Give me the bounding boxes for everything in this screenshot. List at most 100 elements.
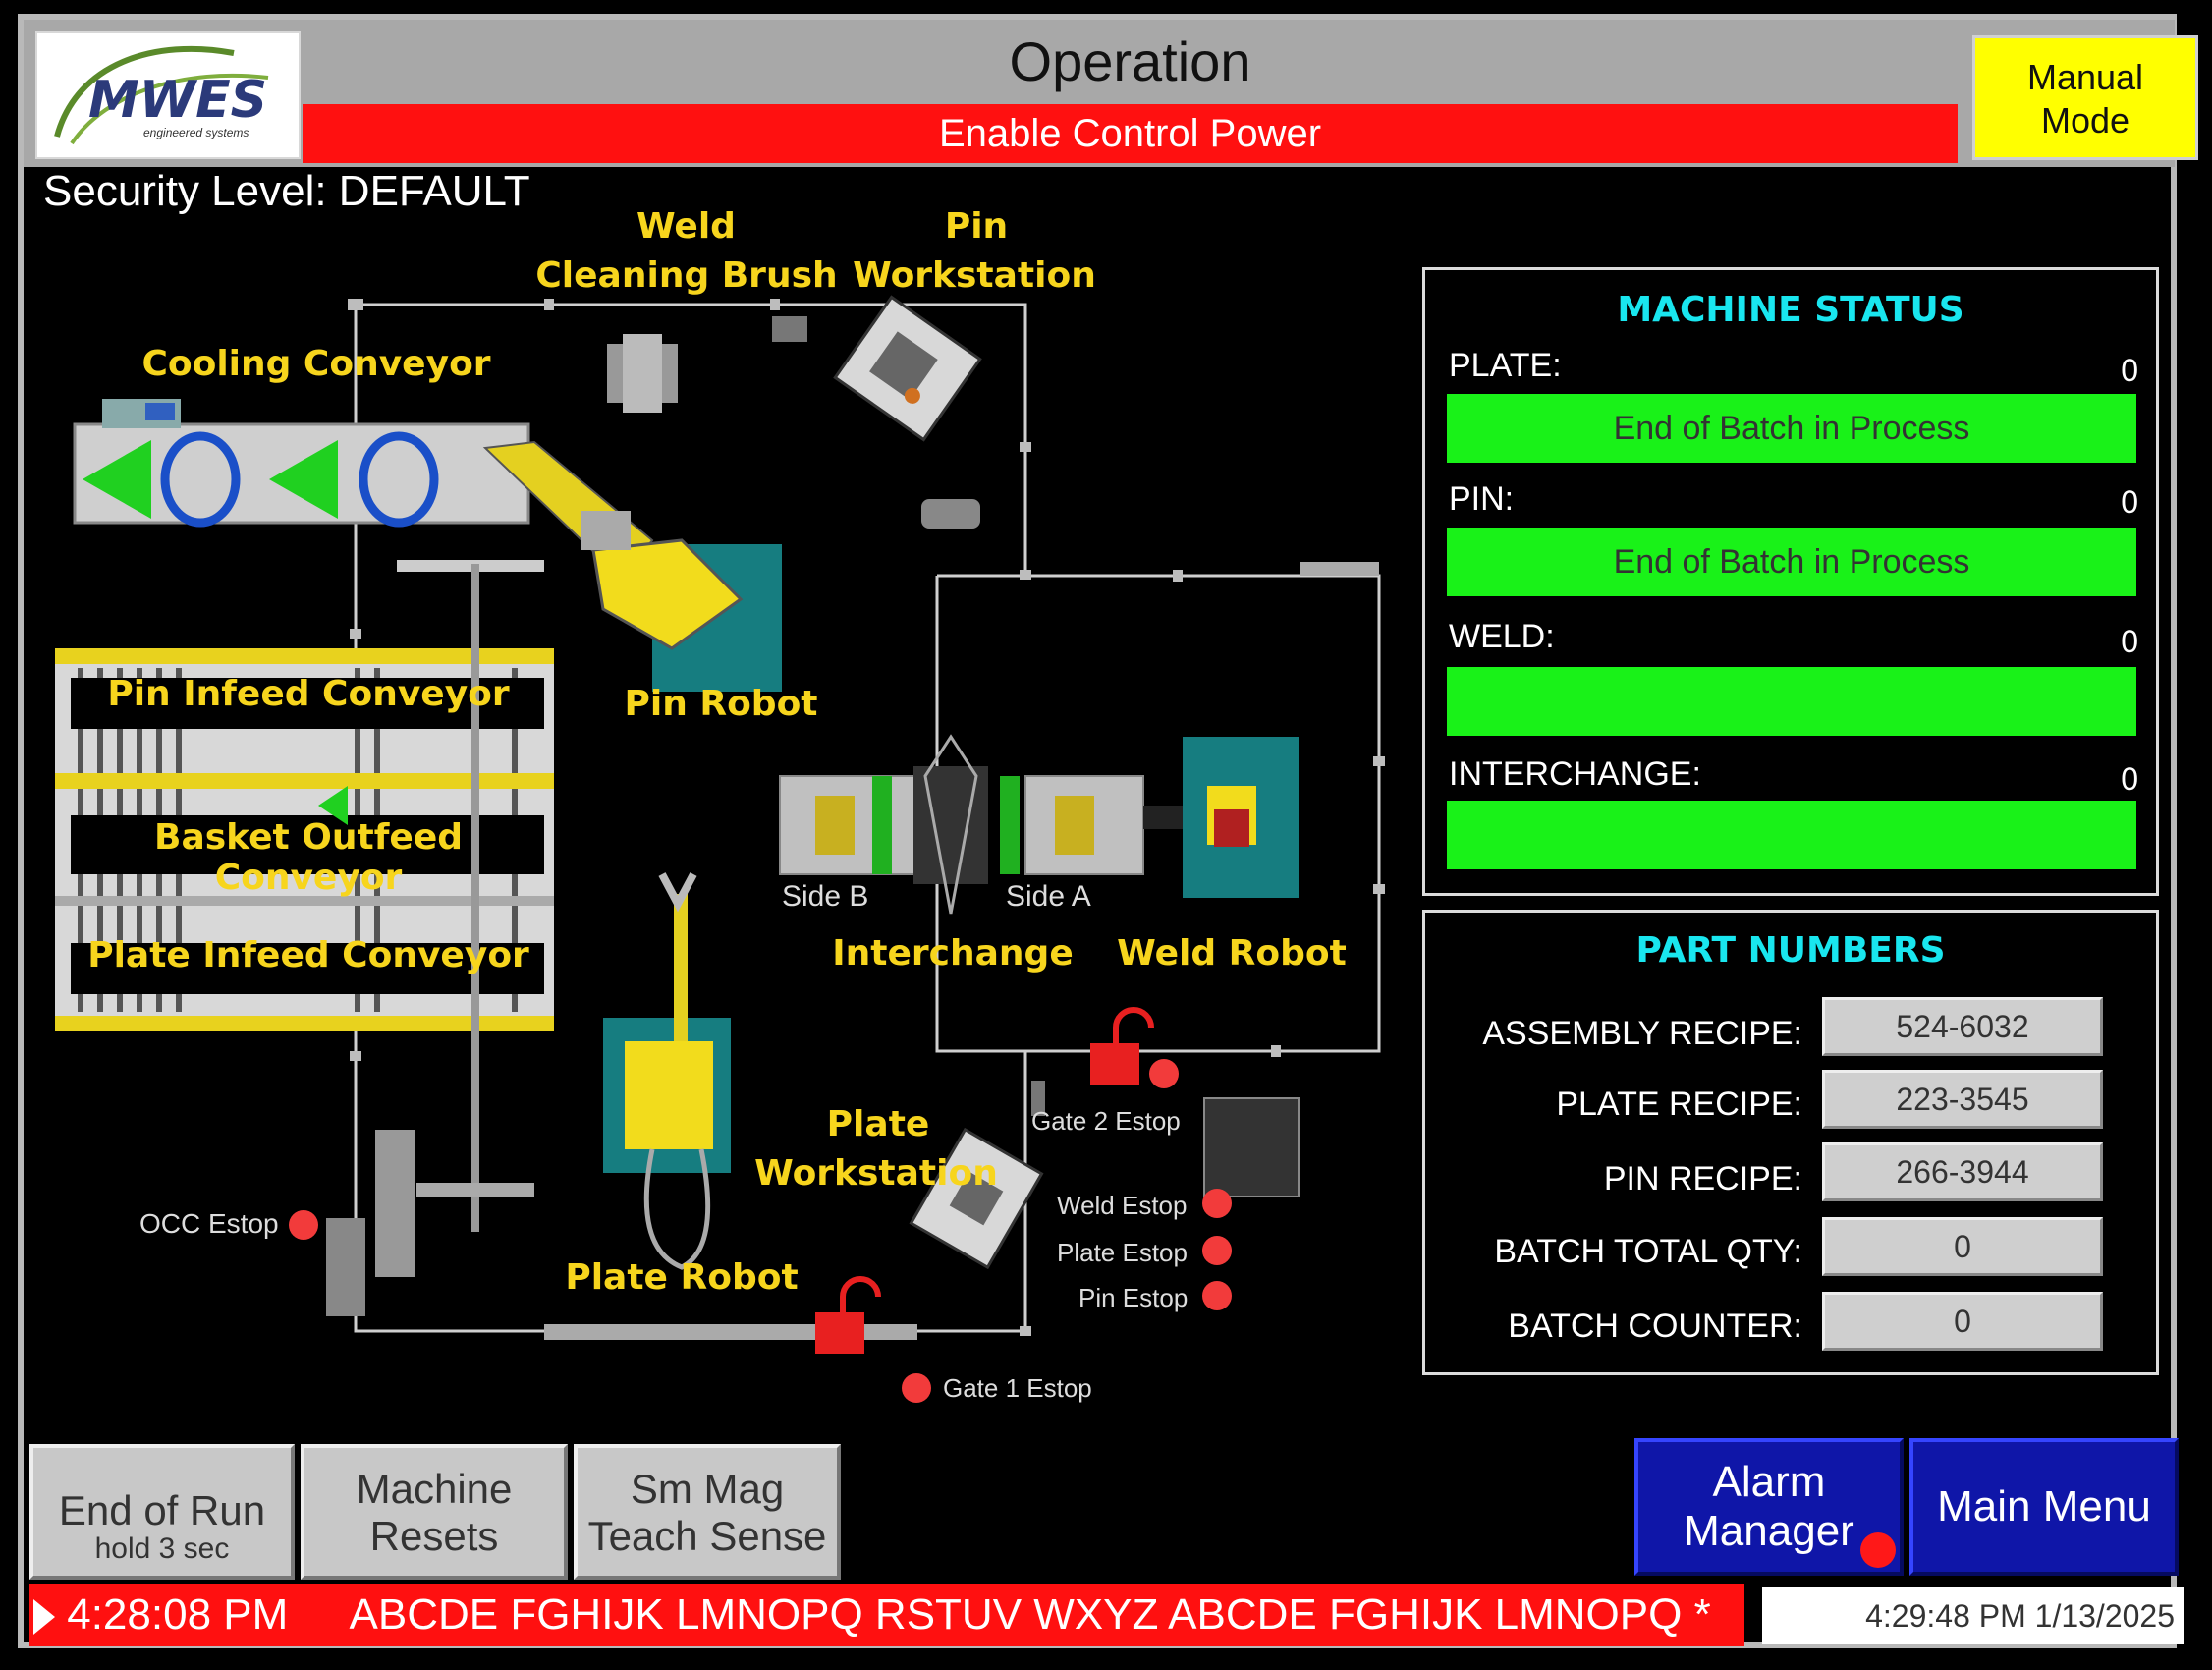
pin-estop-indicator[interactable] [1202, 1281, 1232, 1310]
alarm-ticker[interactable]: 4:28:08 PM ABCDE FGHIJK LMNOPQ RSTUV WXY… [29, 1584, 1744, 1646]
gate-1-lock-icon [815, 1276, 881, 1354]
pin-status-label: PIN: [1449, 480, 1515, 518]
assembly-recipe-label: ASSEMBLY RECIPE: [1482, 1015, 1802, 1052]
weld-estop-indicator[interactable] [1202, 1189, 1232, 1218]
occ-panel [375, 1130, 415, 1277]
logo-text: MWES [88, 71, 268, 130]
assembly-recipe-field[interactable]: 524-6032 [1822, 997, 2103, 1056]
batch-total-qty-label: BATCH TOTAL QTY: [1494, 1233, 1802, 1270]
label-side-a: Side A [1006, 880, 1091, 913]
ticker-arrow-icon [33, 1599, 55, 1636]
cell-layout-diagram [55, 295, 1385, 1354]
machine-status-title: MACHINE STATUS [1617, 290, 1964, 330]
ticker-time: 4:28:08 PM [67, 1590, 289, 1639]
end-of-run-sublabel: hold 3 sec [94, 1532, 230, 1565]
alarm-manager-button[interactable]: Alarm Manager [1634, 1438, 1904, 1576]
machine-status-panel: MACHINE STATUS PLATE: 0 End of Batch in … [1422, 267, 2159, 896]
label-weld-robot: Weld Robot [1117, 933, 1347, 974]
pin-sensor [921, 499, 980, 529]
system-clock: 4:29:48 PM 1/13/2025 [1762, 1587, 2184, 1644]
part-numbers-title: PART NUMBERS [1635, 930, 1946, 971]
gate-2-lock-icon [1090, 1007, 1154, 1085]
label-pin-workstation: Workstation [853, 255, 1096, 296]
fence-posts [348, 299, 1385, 1336]
label-pin-robot: Pin Robot [624, 684, 818, 724]
control-power-status[interactable]: Enable Control Power [303, 104, 1958, 163]
conveyor-stack-graphic [55, 560, 554, 1232]
pin-recipe-field[interactable]: 266-3944 [1822, 1142, 2103, 1201]
weld-robot-graphic [1183, 737, 1299, 898]
interchange-status-bar [1447, 801, 2136, 869]
logo-swoosh-icon [54, 45, 269, 145]
alarm-manager-label-1: Alarm [1712, 1458, 1826, 1506]
manual-mode-button[interactable]: Manual Mode [1972, 35, 2198, 160]
end-of-run-label: End of Run [58, 1487, 266, 1533]
pin-status-bar: End of Batch in Process [1447, 528, 2136, 596]
plate-estop-label: Plate Estop [1057, 1238, 1188, 1267]
security-level: Security Level: DEFAULT [43, 167, 530, 215]
gate-2-estop-label: Gate 2 Estop [1031, 1106, 1181, 1136]
sm-mag-label-1: Sm Mag [630, 1466, 785, 1512]
plate-status-bar: End of Batch in Process [1447, 394, 2136, 463]
batch-counter-field[interactable]: 0 [1822, 1292, 2103, 1351]
plate-recipe-label: PLATE RECIPE: [1556, 1086, 1802, 1123]
weld-cleaning-brush-icon [607, 334, 678, 413]
label-cooling-conveyor: Cooling Conveyor [141, 344, 491, 384]
page-title: Operation [303, 20, 1958, 103]
label-weld: Weld [636, 206, 736, 247]
label-plate: Plate [826, 1104, 930, 1144]
gate-1-estop-label: Gate 1 Estop [943, 1373, 1092, 1403]
alarm-indicator [1860, 1532, 1896, 1568]
label-cleaning-brush: Cleaning Brush [535, 255, 838, 296]
plate-workstation-icon [909, 1127, 1044, 1270]
occ-estop-label: OCC Estop [139, 1208, 279, 1239]
weld-estop-label: Weld Estop [1057, 1191, 1188, 1220]
plate-status-label: PLATE: [1449, 347, 1562, 384]
machine-resets-label-1: Machine [356, 1466, 513, 1512]
occ-estop-indicator[interactable] [289, 1210, 318, 1240]
batch-counter-label: BATCH COUNTER: [1508, 1308, 1802, 1345]
gate-1-estop-indicator[interactable] [902, 1373, 931, 1403]
label-plate-workstation: Workstation [754, 1153, 998, 1194]
weld-status-count: 0 [2121, 624, 2138, 659]
part-numbers-panel: PART NUMBERS ASSEMBLY RECIPE: 524-6032 P… [1422, 910, 2159, 1375]
machine-resets-label-2: Resets [369, 1513, 499, 1559]
logo-subtext: engineered systems [143, 126, 249, 139]
hmi-screen: MWES engineered systems Operation Enable… [18, 14, 2198, 1648]
pin-robot-graphic [482, 440, 782, 692]
plate-estop-indicator[interactable] [1202, 1236, 1232, 1265]
plate-status-count: 0 [2121, 353, 2138, 388]
label-interchange: Interchange [832, 933, 1074, 974]
label-plate-infeed-conveyor: Plate Infeed Conveyor [87, 935, 529, 975]
weld-status-label: WELD: [1449, 618, 1555, 655]
interchange-status-count: 0 [2121, 761, 2138, 797]
machine-resets-button[interactable]: Machine Resets [301, 1444, 568, 1580]
label-plate-robot: Plate Robot [565, 1257, 799, 1298]
label-pin-infeed-conveyor: Pin Infeed Conveyor [107, 674, 510, 714]
end-of-run-button[interactable]: End of Run hold 3 sec [29, 1444, 295, 1580]
alarm-manager-label-2: Manager [1684, 1507, 1854, 1555]
company-logo: MWES engineered systems [35, 31, 301, 159]
label-side-b: Side B [782, 880, 869, 913]
plate-robot-graphic [603, 872, 731, 1270]
interchange-graphic [779, 734, 1183, 915]
interchange-status-label: INTERCHANGE: [1449, 755, 1701, 793]
sm-mag-teach-sense-button[interactable]: Sm Mag Teach Sense [574, 1444, 841, 1580]
pin-recipe-label: PIN RECIPE: [1603, 1160, 1802, 1197]
ticker-message: ABCDE FGHIJK LMNOPQ RSTUV WXYZ ABCDE FGH… [349, 1590, 1711, 1639]
batch-total-qty-field[interactable]: 0 [1822, 1217, 2103, 1276]
main-menu-button[interactable]: Main Menu [1909, 1438, 2179, 1576]
label-basket-outfeed-conveyor: Basket Outfeed Conveyor [154, 817, 463, 898]
cooling-conveyor-graphic [73, 399, 530, 528]
fence-latch [1300, 562, 1379, 576]
control-cabinet [1203, 1097, 1300, 1197]
label-pin: Pin [944, 206, 1009, 247]
pin-status-count: 0 [2121, 484, 2138, 520]
gate-2-estop-indicator[interactable] [1149, 1059, 1179, 1088]
brush-motor [772, 316, 807, 342]
weld-status-bar [1447, 667, 2136, 736]
plate-recipe-field[interactable]: 223-3545 [1822, 1070, 2103, 1129]
pin-workstation-icon [833, 295, 982, 442]
pin-estop-label: Pin Estop [1078, 1283, 1189, 1312]
sm-mag-label-2: Teach Sense [587, 1513, 827, 1559]
